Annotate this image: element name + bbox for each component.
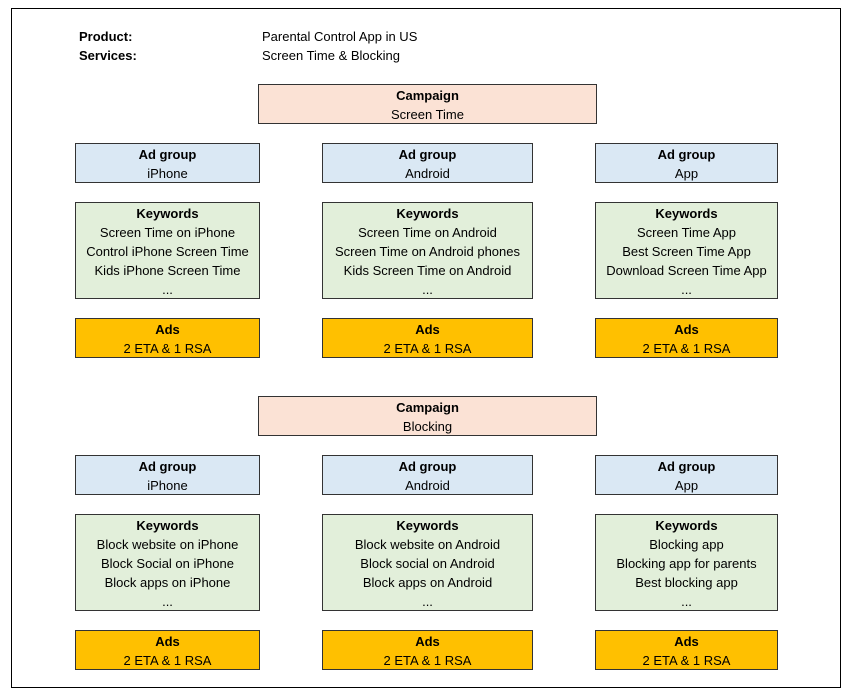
ads-box-android: Ads 2 ETA & 1 RSA [322,630,533,670]
keyword-item: Block social on Android [360,556,495,571]
keyword-item: Screen Time on Android [358,225,497,240]
keywords-title: Keywords [655,206,718,221]
adgroup-name: iPhone [147,478,188,493]
keywords-title: Keywords [136,518,199,533]
ads-title: Ads [155,634,180,649]
ads-value: 2 ETA & 1 RSA [123,653,212,668]
campaign-title: Campaign [396,88,459,103]
adgroup-name: App [674,166,699,181]
ads-box-app: Ads 2 ETA & 1 RSA [595,318,778,358]
campaign-title: Campaign [396,400,459,415]
campaign-name: Screen Time [391,107,464,122]
ads-title: Ads [674,634,699,649]
keyword-ellipsis: ... [162,594,173,609]
ads-box-iphone: Ads 2 ETA & 1 RSA [75,318,260,358]
ads-value: 2 ETA & 1 RSA [383,653,472,668]
keywords-title: Keywords [396,518,459,533]
keyword-ellipsis: ... [681,594,692,609]
product-value: Parental Control App in US [262,29,418,44]
keyword-item: Block Social on iPhone [101,556,234,571]
keyword-item: Kids Screen Time on Android [343,263,512,278]
services-label: Services: [79,48,137,63]
adgroup-title: Ad group [398,147,457,162]
ads-box-iphone: Ads 2 ETA & 1 RSA [75,630,260,670]
ads-value: 2 ETA & 1 RSA [642,341,731,356]
keyword-item: Kids iPhone Screen Time [94,263,241,278]
adgroup-box-iphone: Ad group iPhone [75,143,260,183]
adgroup-name: App [674,478,699,493]
keywords-box-iphone: Keywords Screen Time on iPhone Control i… [75,202,260,299]
keywords-title: Keywords [396,206,459,221]
adgroup-box-android: Ad group Android [322,455,533,495]
keyword-ellipsis: ... [162,282,173,297]
adgroup-name: iPhone [147,166,188,181]
adgroup-box-iphone: Ad group iPhone [75,455,260,495]
ads-title: Ads [674,322,699,337]
campaign-box-blocking: Campaign Blocking [258,396,597,436]
services-value: Screen Time & Blocking [262,48,401,63]
keyword-ellipsis: ... [422,594,433,609]
keywords-box-app: Keywords Screen Time App Best Screen Tim… [595,202,778,299]
keywords-title: Keywords [136,206,199,221]
keyword-item: Blocking app [649,537,724,552]
adgroup-title: Ad group [138,147,197,162]
keyword-item: Blocking app for parents [616,556,757,571]
ads-title: Ads [415,634,440,649]
ads-title: Ads [155,322,180,337]
keyword-item: Block website on iPhone [96,537,239,552]
ads-box-app: Ads 2 ETA & 1 RSA [595,630,778,670]
ads-value: 2 ETA & 1 RSA [383,341,472,356]
adgroup-name: Android [405,166,450,181]
adgroup-name: Android [405,478,450,493]
adgroup-title: Ad group [138,459,197,474]
keyword-item: Control iPhone Screen Time [86,244,249,259]
keyword-item: Download Screen Time App [606,263,767,278]
adgroup-box-android: Ad group Android [322,143,533,183]
keywords-box-app: Keywords Blocking app Blocking app for p… [595,514,778,611]
adgroup-box-app: Ad group App [595,455,778,495]
campaign-name: Blocking [402,419,453,434]
ads-box-android: Ads 2 ETA & 1 RSA [322,318,533,358]
keyword-item: Block apps on Android [362,575,493,590]
keyword-item: Best blocking app [635,575,738,590]
keyword-item: Block apps on iPhone [104,575,231,590]
keyword-item: Screen Time on iPhone [99,225,236,240]
keywords-title: Keywords [655,518,718,533]
keyword-item: Screen Time App [637,225,736,240]
keyword-item: Screen Time on Android phones [334,244,520,259]
keywords-box-iphone: Keywords Block website on iPhone Block S… [75,514,260,611]
adgroup-title: Ad group [657,459,716,474]
keyword-ellipsis: ... [681,282,692,297]
keyword-item: Block website on Android [354,537,501,552]
adgroup-title: Ad group [398,459,457,474]
keywords-box-android: Keywords Screen Time on Android Screen T… [322,202,533,299]
ads-value: 2 ETA & 1 RSA [123,341,212,356]
adgroup-title: Ad group [657,147,716,162]
ads-title: Ads [415,322,440,337]
keyword-ellipsis: ... [422,282,433,297]
adgroup-box-app: Ad group App [595,143,778,183]
keyword-item: Best Screen Time App [622,244,751,259]
product-label: Product: [79,29,133,44]
keywords-box-android: Keywords Block website on Android Block … [322,514,533,611]
ads-value: 2 ETA & 1 RSA [642,653,731,668]
diagram-frame [11,8,841,688]
campaign-box-screen-time: Campaign Screen Time [258,84,597,124]
